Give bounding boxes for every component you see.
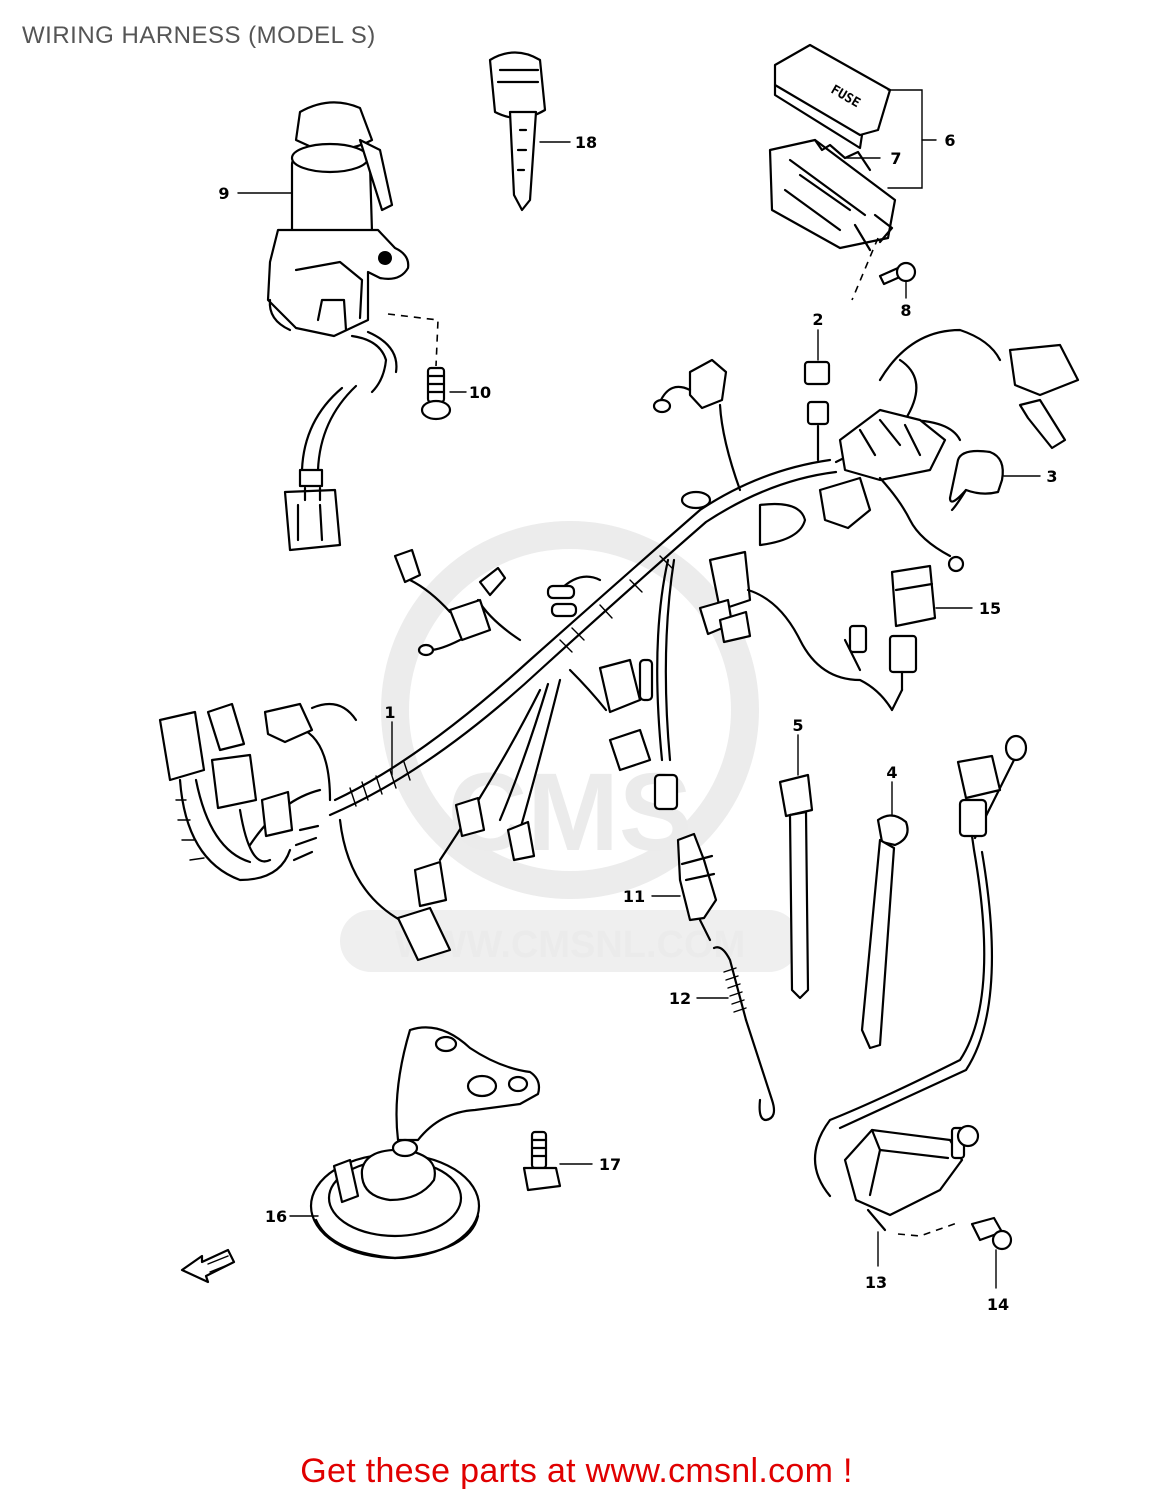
fuse-box: FUSE [768,43,897,252]
callout-12: 12 [669,989,691,1008]
ignition-screw [420,366,452,421]
fuse-box-screw [878,261,917,286]
cable-tie-5 [778,773,814,1000]
callout-8: 8 [900,301,911,320]
callout-4: 4 [886,763,897,782]
horn-16 [309,1026,541,1260]
callout-2: 2 [812,310,823,329]
callout-5: 5 [792,716,803,735]
callout-13: 13 [865,1273,887,1292]
main-wiring-harness [158,328,1080,962]
watermark-brand: CMS [448,751,692,874]
rubber-cap-3 [948,449,1004,512]
ignition-switch [266,101,410,552]
callout-18: 18 [575,133,597,152]
callout-17: 17 [599,1155,621,1174]
callout-7: 7 [890,149,901,168]
callout-11: 11 [623,887,645,906]
fuse-mount-dashline [851,237,879,301]
relay-15 [888,564,937,692]
sensor-screw-14 [970,1216,1013,1251]
sensor-mount-dashline [897,1221,961,1237]
clamp-4 [860,814,909,1050]
callout-10: 10 [469,383,491,402]
footer-parts-link[interactable]: Get these parts at www.cmsnl.com ! [300,1452,853,1490]
callout-6: 6 [944,131,955,150]
lead-wire-sensor [813,734,1028,1232]
brake-light-switch [676,832,718,942]
cms-watermark: CMS WWW.CMSNL.COM [340,521,800,972]
ignition-mount-dashline [387,313,439,367]
callout-16: 16 [265,1207,287,1226]
return-spring [712,946,776,1122]
callout-15: 15 [979,599,1001,618]
page-title: WIRING HARNESS (MODEL S) [22,22,376,49]
callout-9: 9 [218,184,229,203]
small-connector-2 [803,360,831,426]
leader-6-bracket [887,89,923,189]
watermark-url: WWW.CMSNL.COM [395,924,745,966]
callout-1: 1 [384,703,395,722]
horn-bolt-17 [522,1130,562,1192]
callout-3: 3 [1046,467,1057,486]
ignition-key [488,51,547,212]
front-direction-arrow-icon [180,1248,236,1284]
callout-14: 14 [987,1295,1009,1314]
